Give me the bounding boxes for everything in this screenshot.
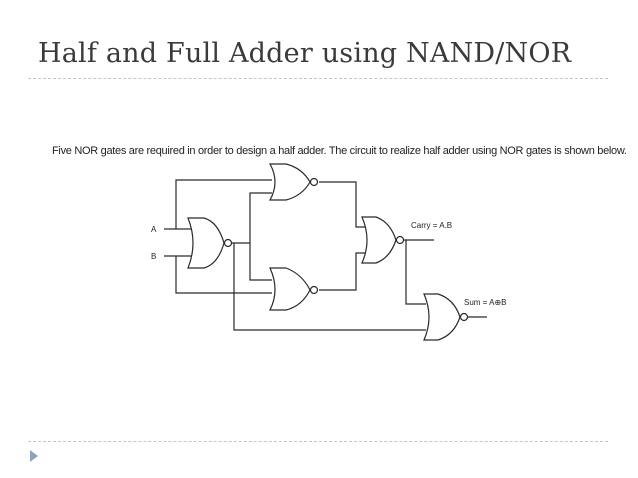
- wire-nor4-to-sum-nor: [405, 240, 426, 305]
- wire-nor1-to-lower-nor: [249, 243, 272, 281]
- input-a-label: A: [151, 225, 157, 234]
- title-divider: [28, 78, 608, 79]
- nor-gate-1: [187, 217, 233, 269]
- triangle-bullet-icon: [30, 450, 38, 462]
- circuit-wires: [164, 179, 487, 331]
- wire-lower-nor-to-nor4: [319, 252, 366, 291]
- nor-gate-3: [269, 267, 319, 311]
- wire-nor1-to-sum-nor: [233, 243, 426, 331]
- diagram-caption: Five NOR gates are required in order to …: [52, 145, 627, 157]
- nor-gate-4: [361, 216, 405, 264]
- wire-nor1-to-upper-nor: [232, 192, 272, 244]
- carry-output-label: Carry = A.B: [411, 221, 452, 230]
- nor-gate-5: [423, 293, 469, 341]
- slide-title: Half and Full Adder using NAND/NOR: [38, 38, 572, 69]
- wire-upper-nor-to-nor4: [319, 181, 366, 228]
- input-b-label: B: [151, 252, 156, 261]
- wire-a-to-upper-nor: [175, 179, 272, 229]
- wire-b-to-lower-nor: [175, 256, 272, 294]
- nor-gate-2: [268, 163, 319, 201]
- footer-divider: [28, 441, 608, 442]
- sum-output-label: Sum = A⊕B: [464, 298, 507, 307]
